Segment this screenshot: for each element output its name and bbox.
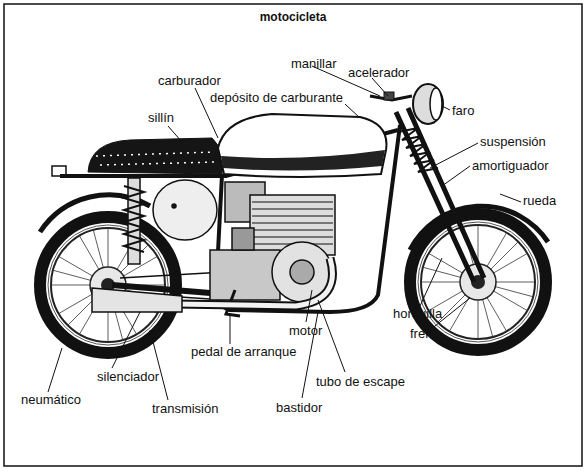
part-label: tubo de escape	[316, 374, 405, 389]
part-label: acelerador	[348, 65, 409, 80]
wheels	[40, 166, 548, 353]
part-label: carburador	[158, 73, 221, 88]
part-label: sillín	[148, 110, 174, 125]
seat	[88, 138, 223, 174]
fuel-tank	[218, 114, 386, 177]
part-label: rueda	[523, 193, 556, 208]
part-label: silenciador	[97, 369, 159, 384]
part-label: horquilla	[393, 306, 442, 321]
frame-border	[4, 4, 582, 466]
part-label: manillar	[291, 56, 337, 71]
part-label: pedal de arranque	[191, 344, 297, 359]
part-label: neumático	[21, 392, 81, 407]
part-label: depósito de carburante	[210, 90, 343, 105]
rear-shock	[124, 178, 144, 264]
part-label: freno	[410, 326, 440, 341]
front-end	[370, 84, 484, 282]
diagram-title: motocicleta	[0, 10, 586, 24]
exhaust	[92, 258, 332, 312]
part-label: faro	[452, 103, 474, 118]
leader-lines	[48, 66, 521, 400]
part-label: amortiguador	[472, 158, 549, 173]
part-label: bastidor	[276, 400, 322, 415]
part-label: suspensión	[480, 134, 546, 149]
part-label: transmisión	[152, 401, 218, 416]
part-label: motor	[289, 323, 322, 338]
